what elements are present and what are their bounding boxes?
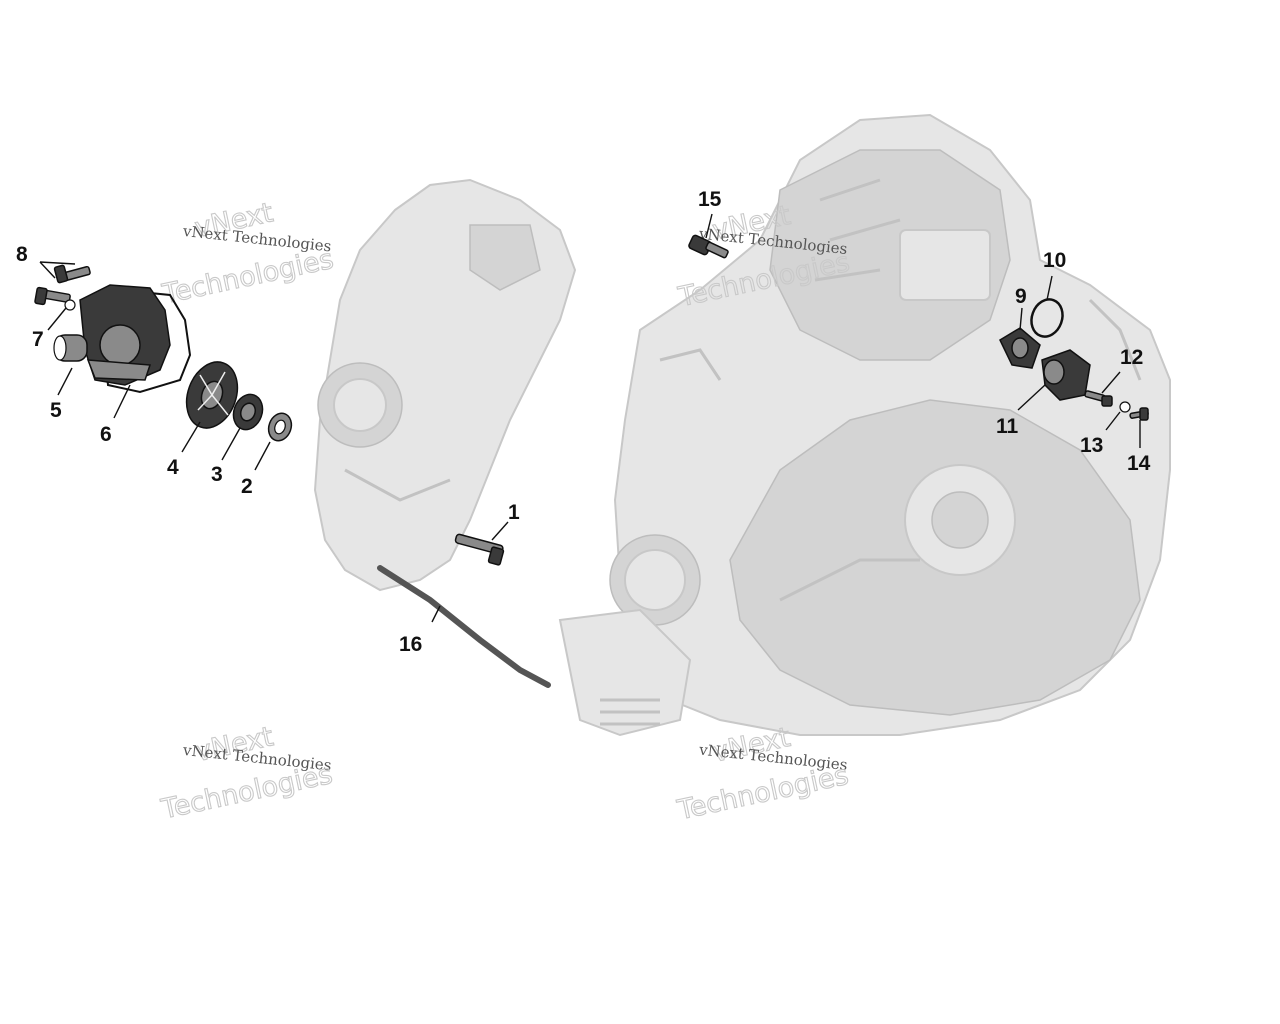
callout-labels: 1 2 3 4 5 6 7 8 9 10 11 12 13 14 15 16 bbox=[16, 188, 1151, 656]
leader-lines bbox=[39, 213, 1141, 623]
watermark-line3: Technologies bbox=[159, 244, 336, 311]
part-4-impeller bbox=[185, 361, 239, 429]
callout-3: 3 bbox=[211, 463, 223, 486]
callout-11: 11 bbox=[996, 415, 1019, 438]
callout-1: 1 bbox=[508, 501, 520, 524]
part-12-bolt bbox=[1084, 390, 1113, 407]
callout-10: 10 bbox=[1043, 249, 1066, 272]
part-14-screw bbox=[1129, 407, 1149, 421]
part-5-hose-fitting bbox=[53, 334, 88, 362]
callout-12: 12 bbox=[1120, 346, 1143, 369]
callout-8: 8 bbox=[16, 243, 28, 266]
part-15-sensor bbox=[688, 234, 729, 259]
callout-5: 5 bbox=[50, 399, 62, 422]
part-2-ring bbox=[267, 412, 293, 442]
part-16-pipe bbox=[377, 565, 551, 688]
part-13-washer bbox=[1119, 401, 1131, 413]
watermark-line3: Technologies bbox=[674, 760, 851, 827]
callout-14: 14 bbox=[1127, 452, 1151, 475]
part-3-seal bbox=[232, 393, 264, 431]
part-6-pump-cover-gasket bbox=[79, 284, 192, 394]
part-9-thermostat bbox=[999, 327, 1041, 369]
part-7-washer bbox=[64, 299, 76, 311]
callout-7: 7 bbox=[32, 328, 44, 351]
callout-16: 16 bbox=[399, 633, 422, 656]
engine-ghost-assembly bbox=[313, 113, 1171, 737]
callout-13: 13 bbox=[1080, 434, 1103, 457]
watermark-bottom-left: vNext vNext Technologies Technologies bbox=[158, 721, 336, 826]
part-8-screws bbox=[34, 264, 91, 306]
watermark-top-left: vNext vNext Technologies Technologies bbox=[159, 197, 337, 311]
callout-6: 6 bbox=[100, 423, 112, 446]
callout-15: 15 bbox=[698, 188, 722, 211]
part-1-stud bbox=[454, 533, 505, 566]
callout-2: 2 bbox=[241, 475, 253, 498]
callout-4: 4 bbox=[167, 456, 179, 479]
watermark-bottom-right: vNext vNext Technologies Technologies bbox=[674, 721, 852, 827]
callout-9: 9 bbox=[1015, 285, 1027, 308]
part-10-o-ring bbox=[1030, 298, 1064, 338]
watermark-line3: Technologies bbox=[158, 759, 335, 826]
